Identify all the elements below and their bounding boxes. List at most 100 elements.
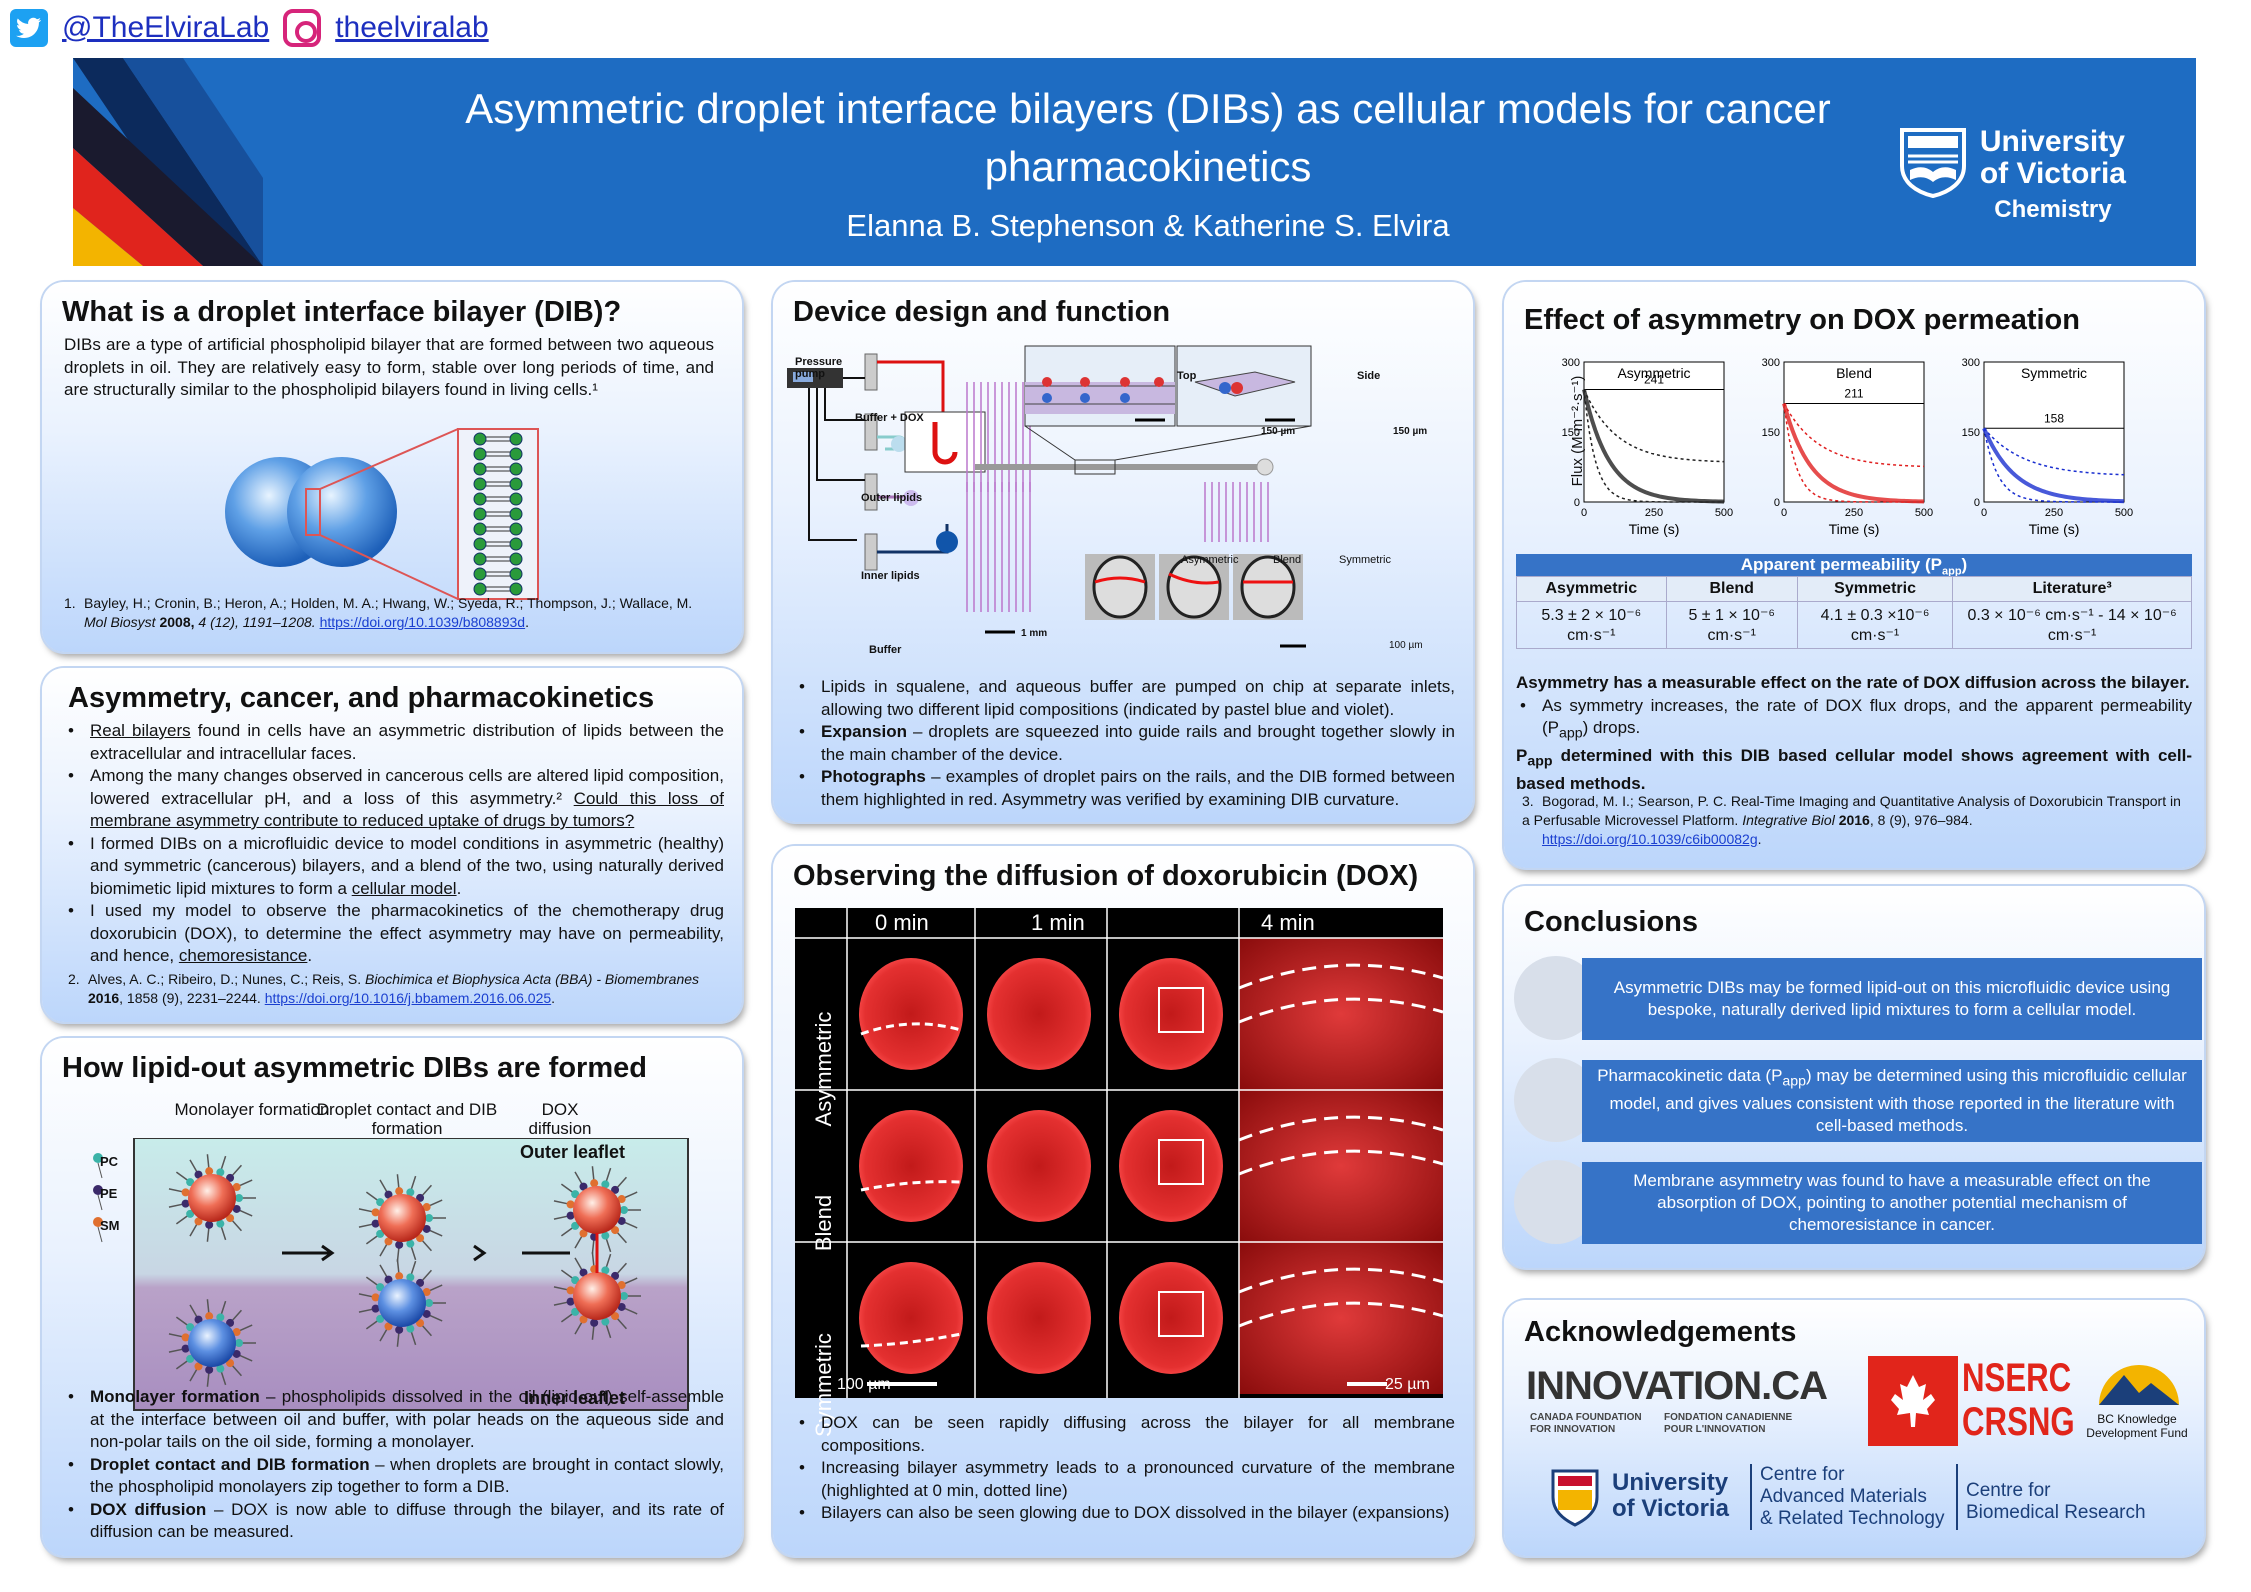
ref-2: 2.Alves, A. C.; Ribeiro, D.; Nunes, C.; … xyxy=(68,971,700,1006)
lipid-head xyxy=(509,447,523,461)
panel-title: Asymmetry, cancer, and pharmacokinetics xyxy=(68,682,655,714)
label-pressure-pump: Pressure pump xyxy=(795,356,843,380)
lipid-head xyxy=(601,1266,610,1275)
ref-1: 1.Bayley, H.; Cronin, B.; Heron, A.; Hol… xyxy=(64,595,693,630)
lipid-head xyxy=(473,477,487,491)
lipid-head xyxy=(384,1275,393,1284)
table-cell: 5 ± 1 × 10⁻⁶ cm·s⁻¹ xyxy=(1665,601,1798,649)
flux-series xyxy=(1782,402,1925,504)
instagram-icon[interactable] xyxy=(283,9,322,47)
flux-series xyxy=(1982,427,2125,504)
zoom-box xyxy=(1158,1291,1204,1337)
y-tick-label: 0 xyxy=(1774,497,1780,509)
bullet: Photographs – examples of droplet pairs … xyxy=(795,766,1455,811)
droplet-image xyxy=(859,1262,963,1374)
lipid-head xyxy=(617,1302,626,1311)
permeability-table-title: Apparent permeability (Papp) xyxy=(1516,554,2192,577)
lipid-head xyxy=(216,1364,225,1373)
y-tick-label: 300 xyxy=(1962,357,1980,369)
ref-3-doi-link[interactable]: https://doi.org/10.1039/c6ib00082g xyxy=(1542,831,1758,847)
fluorescence-images xyxy=(795,908,1444,1398)
lipid-head xyxy=(473,552,487,566)
ref-2-doi-link[interactable]: https://doi.org/10.1016/j.bbamem.2016.06… xyxy=(264,990,552,1006)
panel-what-is-dib: What is a droplet interface bilayer (DIB… xyxy=(42,282,742,652)
panel-title: Effect of asymmetry on DOX permeation xyxy=(1524,304,2080,336)
flux-bound-lower xyxy=(1983,428,2125,503)
x-tick-label: 250 xyxy=(1645,507,1663,519)
lipid-out-bullets: Monolayer formation – phospholipids diss… xyxy=(64,1386,724,1544)
outer-leaflet-label: Outer leaflet xyxy=(520,1142,626,1162)
twitter-handle-link[interactable]: @TheElviraLab xyxy=(62,11,270,44)
lipid-head xyxy=(384,1237,393,1246)
lipid-head xyxy=(425,1214,433,1222)
twitter-icon[interactable] xyxy=(10,9,48,47)
lipid-head xyxy=(181,1333,190,1342)
lipid-head xyxy=(566,1286,575,1295)
lipid-head xyxy=(571,1190,580,1199)
lipid-head xyxy=(226,1359,235,1368)
bullet: Real bilayers found in cells have an asy… xyxy=(64,720,724,765)
y-tick-label: 150 xyxy=(1562,427,1580,439)
droplet-image xyxy=(1119,1110,1223,1222)
ref-1-doi-link[interactable]: https://doi.org/10.1039/b808893d xyxy=(319,614,526,630)
conclusion-3: Membrane asymmetry was found to have a m… xyxy=(1582,1162,2202,1244)
table-header: Symmetric xyxy=(1796,576,1954,602)
uvic-crest-icon xyxy=(1551,1469,1599,1527)
uvic-crest-icon xyxy=(1899,128,1966,198)
lipid-head xyxy=(216,1168,225,1177)
x-tick-label: 500 xyxy=(1915,507,1933,519)
scale-25: 25 µm xyxy=(1385,1376,1430,1393)
x-tick-label: 250 xyxy=(1845,507,1863,519)
innovation-logo: INNOVATION.CA xyxy=(1526,1364,1828,1408)
lipid-head xyxy=(376,1198,385,1207)
legend-lipid-head xyxy=(93,1153,103,1163)
lipid-head xyxy=(232,1328,241,1337)
panel-title: Observing the diffusion of doxorubicin (… xyxy=(793,860,1419,892)
photo-label-symmetric: Symmetric xyxy=(1339,554,1391,566)
lipid-head xyxy=(416,1278,425,1287)
instagram-handle-link[interactable]: theelviralab xyxy=(335,11,489,44)
chart-frame xyxy=(1783,361,1925,503)
lipid-head xyxy=(395,1325,404,1334)
droplet-image xyxy=(987,1262,1091,1374)
chart-title: Blend xyxy=(1836,365,1872,381)
lipid-head xyxy=(509,432,523,446)
lipid-head xyxy=(371,1304,380,1313)
legend-lipid-head xyxy=(93,1217,103,1227)
panel-title: Conclusions xyxy=(1524,906,1699,938)
divider xyxy=(1956,1464,1958,1530)
lipid-head xyxy=(473,522,487,536)
lipid-head xyxy=(509,537,523,551)
lipid-head xyxy=(601,1231,610,1240)
droplet-image xyxy=(1119,958,1223,1070)
lipid-tail xyxy=(486,511,510,517)
flux-y-label: Flux (M·m⁻²·s⁻¹) xyxy=(1569,375,1586,487)
lipid-tail xyxy=(486,571,510,577)
lipid-head xyxy=(422,1288,431,1297)
banner-stripes xyxy=(73,58,263,266)
photo-label-asymmetric: Asymmetric xyxy=(1181,554,1239,566)
label-buffer: Buffer xyxy=(869,644,902,656)
chart-title: Asymmetric xyxy=(1617,365,1690,381)
lipid-head xyxy=(422,1309,431,1318)
label-side-view: Side xyxy=(1357,370,1381,382)
lipid-head xyxy=(235,1339,243,1347)
lipid-tail xyxy=(486,586,510,592)
lipid-head xyxy=(473,432,487,446)
flux-bound-upper xyxy=(1583,389,1725,463)
lipid-head xyxy=(406,1324,415,1333)
table-header: Blend xyxy=(1665,576,1798,602)
zoom-box xyxy=(1158,1139,1204,1185)
bc-fund-icon xyxy=(2099,1365,2179,1405)
droplet-image xyxy=(1119,1262,1223,1374)
bullet: I used my model to observe the pharmacok… xyxy=(64,900,724,968)
x-axis-label: Time (s) xyxy=(1629,521,1680,537)
droplet-image xyxy=(859,1110,963,1222)
lipid-head xyxy=(416,1193,425,1202)
lipid-head xyxy=(611,1226,620,1235)
lipid-tail xyxy=(486,451,510,457)
scale-1mm: 1 mm xyxy=(1021,628,1048,639)
lipid-head xyxy=(395,1187,404,1196)
lipid-head xyxy=(566,1297,575,1306)
